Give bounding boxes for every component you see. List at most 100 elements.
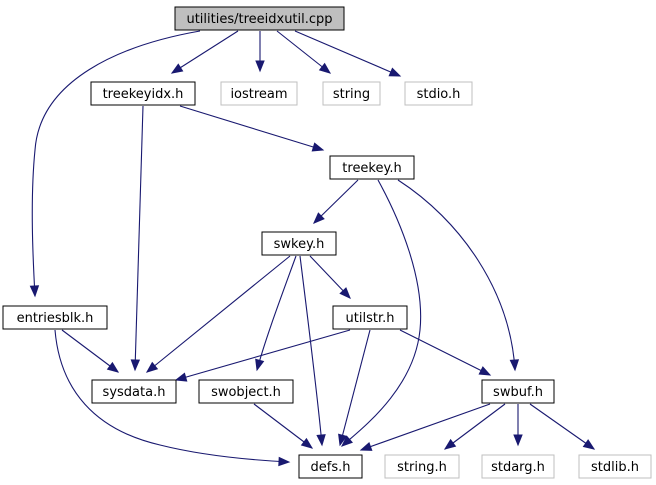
edge-line bbox=[179, 105, 324, 151]
arrowhead-icon bbox=[29, 285, 40, 298]
node-label: sysdata.h bbox=[103, 385, 166, 400]
edge-treekeyidx-to-treekey bbox=[179, 105, 325, 152]
edge-line bbox=[171, 30, 239, 74]
node-label: treekey.h bbox=[342, 161, 401, 176]
node-label: swbuf.h bbox=[493, 385, 543, 400]
arrowhead-icon bbox=[359, 442, 373, 451]
node-swobject[interactable]: swobject.h bbox=[198, 379, 294, 404]
node-swkey[interactable]: swkey.h bbox=[261, 231, 337, 256]
edge-root-to-treekeyidx bbox=[170, 30, 239, 74]
edge-utilstr-to-swbuf bbox=[399, 329, 492, 376]
edge-root-to-iostream bbox=[255, 31, 265, 73]
nodes-layer: utilities/treeidxutil.cpp treekeyidx.h ios… bbox=[2, 6, 652, 479]
edge-swbuf-to-stdlib bbox=[529, 403, 596, 450]
arrowhead-icon bbox=[509, 359, 520, 372]
arrowhead-icon bbox=[316, 434, 326, 447]
arrowhead-icon bbox=[255, 358, 265, 372]
node-box bbox=[198, 379, 294, 404]
edge-swkey-to-swobject bbox=[255, 255, 297, 372]
edge-line bbox=[360, 403, 491, 451]
arrowhead-icon bbox=[255, 60, 265, 73]
node-sysdata[interactable]: sysdata.h bbox=[91, 379, 177, 404]
arrowhead-icon bbox=[582, 439, 596, 450]
node-box bbox=[384, 454, 460, 479]
node-treekeyidx[interactable]: treekeyidx.h bbox=[90, 81, 196, 106]
arrowhead-icon bbox=[338, 433, 348, 447]
edge-treekey-to-swkey bbox=[313, 179, 359, 224]
edge-entriesblk-to-sysdata bbox=[61, 329, 120, 373]
node-label: swobject.h bbox=[211, 385, 281, 400]
edge-swkey-to-sysdata bbox=[145, 255, 291, 373]
edge-swobject-to-defs bbox=[253, 403, 314, 449]
node-label: string.h bbox=[397, 460, 447, 475]
edge-treekeyidx-to-sysdata bbox=[130, 105, 144, 372]
edge-utilstr-to-sysdata bbox=[174, 329, 351, 382]
node-box bbox=[2, 305, 108, 330]
node-utilstr[interactable]: utilstr.h bbox=[332, 305, 408, 330]
arrowhead-icon bbox=[513, 434, 523, 447]
edge-treekey-to-swbuf bbox=[397, 179, 520, 372]
arrowhead-icon bbox=[340, 435, 353, 447]
edge-swbuf-to-defs bbox=[359, 403, 491, 451]
node-box bbox=[404, 81, 473, 106]
node-box bbox=[174, 6, 345, 31]
node-defs[interactable]: defs.h bbox=[298, 454, 363, 479]
node-stringh: string.h bbox=[384, 454, 460, 479]
arrowhead-icon bbox=[130, 359, 141, 372]
edge-line bbox=[175, 329, 351, 381]
edge-line bbox=[61, 329, 119, 373]
edge-line bbox=[31, 30, 201, 297]
edge-line bbox=[134, 105, 144, 371]
edge-root-to-stdio bbox=[294, 30, 402, 77]
node-swbuf[interactable]: swbuf.h bbox=[481, 379, 555, 404]
arrowhead-icon bbox=[145, 361, 159, 373]
node-box bbox=[298, 454, 363, 479]
node-stdio: stdio.h bbox=[404, 81, 473, 106]
edge-line bbox=[341, 179, 422, 447]
edge-line bbox=[146, 255, 291, 373]
edge-line bbox=[399, 329, 491, 376]
arrowhead-icon bbox=[278, 456, 291, 467]
node-label: defs.h bbox=[311, 460, 351, 475]
edge-line bbox=[276, 30, 331, 74]
edge-line bbox=[529, 403, 595, 450]
arrowhead-icon bbox=[174, 372, 188, 382]
node-stdarg: stdarg.h bbox=[481, 454, 555, 479]
edge-line bbox=[299, 255, 323, 446]
node-box bbox=[481, 379, 555, 404]
node-label: utilities/treeidxutil.cpp bbox=[186, 12, 332, 27]
arrowhead-icon bbox=[313, 212, 325, 224]
edge-swbuf-to-stringh bbox=[443, 403, 506, 450]
edge-line bbox=[397, 179, 516, 371]
node-entriesblk[interactable]: entriesblk.h bbox=[2, 305, 108, 330]
edge-swbuf-to-stdarg bbox=[513, 404, 523, 447]
node-label: entriesblk.h bbox=[17, 311, 94, 326]
node-box bbox=[261, 231, 337, 256]
node-label: stdlib.h bbox=[591, 460, 639, 475]
node-label: swkey.h bbox=[274, 237, 325, 252]
node-box bbox=[332, 305, 408, 330]
edge-swkey-to-defs bbox=[299, 255, 326, 447]
edge-root-to-string bbox=[276, 30, 332, 74]
edge-line bbox=[444, 403, 506, 450]
node-box bbox=[220, 81, 298, 106]
node-root[interactable]: utilities/treeidxutil.cpp bbox=[174, 6, 345, 31]
edge-treekey-to-defs bbox=[340, 179, 422, 447]
node-label: string bbox=[333, 87, 370, 102]
node-iostream: iostream bbox=[220, 81, 298, 106]
arrowhead-icon bbox=[106, 361, 120, 373]
edge-entriesblk-to-defs bbox=[54, 329, 291, 467]
arrowhead-icon bbox=[311, 142, 325, 152]
node-treekey[interactable]: treekey.h bbox=[329, 155, 415, 180]
edge-root-to-entriesblk bbox=[29, 30, 201, 298]
arrowhead-icon bbox=[443, 438, 457, 450]
arrowhead-icon bbox=[300, 437, 314, 449]
edge-line bbox=[54, 329, 290, 463]
edge-swkey-to-utilstr bbox=[309, 255, 351, 299]
arrowhead-icon bbox=[388, 67, 402, 77]
arrowhead-icon bbox=[170, 63, 184, 74]
node-box bbox=[481, 454, 555, 479]
arrowhead-icon bbox=[339, 287, 351, 299]
node-box bbox=[329, 155, 415, 180]
